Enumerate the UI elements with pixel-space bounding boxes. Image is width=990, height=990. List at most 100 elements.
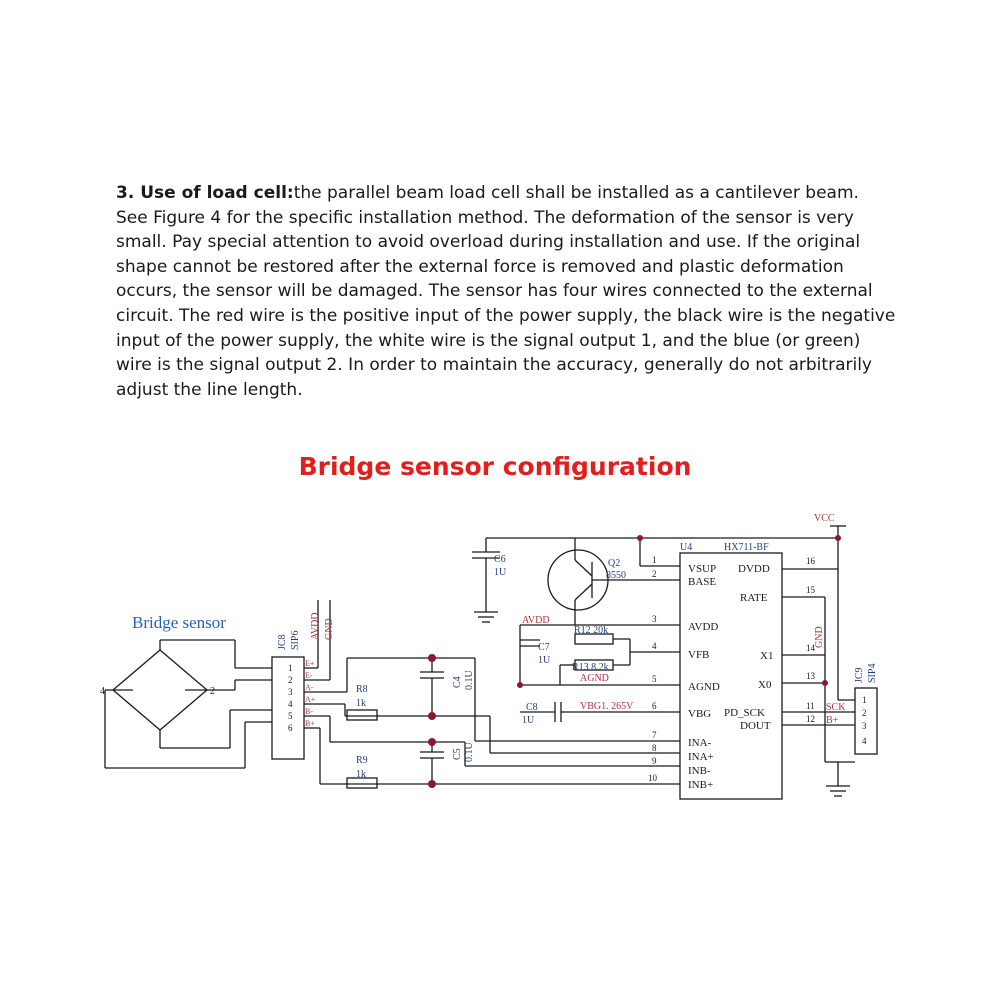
junction-dots xyxy=(428,535,841,788)
u4-pin-num-8: 8 xyxy=(652,743,657,753)
c7-ref: C7 xyxy=(538,642,550,653)
u4-pin-pd-sck: PD_SCK xyxy=(724,707,765,719)
bridge-node-left: 4 xyxy=(100,686,105,697)
u4-pin-num-7: 7 xyxy=(652,730,657,740)
u4-ref: U4 xyxy=(680,542,692,553)
gnd-vertical: GND xyxy=(324,618,335,640)
u4-pin-num-16: 16 xyxy=(806,556,816,566)
jc9-connector xyxy=(854,687,878,755)
r8-ref: R8 xyxy=(356,684,368,695)
c5-ref: C5 xyxy=(452,748,463,760)
u4-pin-num-12: 12 xyxy=(806,714,815,724)
jc8-net-5: B- xyxy=(305,707,313,716)
jc8-pin-6: 6 xyxy=(288,723,293,733)
jc8-pin-4: 4 xyxy=(288,699,293,709)
jc8-pin-1: 1 xyxy=(288,663,293,673)
gnd-right-label: GND xyxy=(814,626,825,648)
r12-label: R12 20k xyxy=(574,625,608,636)
q2-value: 8550 xyxy=(606,570,626,581)
avdd-net-label: AVDD xyxy=(522,615,550,626)
jc9-type: SIP4 xyxy=(867,664,878,683)
vcc-label: VCC xyxy=(814,513,835,524)
u4-pin-vfb: VFB xyxy=(688,649,709,661)
bridge-sensor-label: Bridge sensor xyxy=(132,613,226,632)
u4-pin-num-6: 6 xyxy=(652,701,657,711)
u4-pin-dvdd: DVDD xyxy=(738,563,770,575)
hx711-chip xyxy=(679,552,783,800)
jc8-pin-5: 5 xyxy=(288,711,293,721)
vbg-net-label: VBG1. 265V xyxy=(580,701,634,712)
u4-pin-inb-minus: INB- xyxy=(688,765,711,777)
jc8-net-2: E- xyxy=(305,671,313,680)
r13-label: R13 8.2k xyxy=(572,662,609,673)
q2-ref: Q2 xyxy=(608,558,620,569)
u4-pin-num-13: 13 xyxy=(806,671,816,681)
u4-pin-num-14: 14 xyxy=(806,643,816,653)
c4-value: 0.1U xyxy=(464,670,475,691)
jc8-ref: JC8 xyxy=(277,634,288,650)
jc9-pin-3: 3 xyxy=(862,721,867,731)
jc8-net-labels: E+ E- A- A+ B- B+ xyxy=(305,659,316,728)
c8-value: 1U xyxy=(522,715,535,726)
jc8-connector xyxy=(271,656,305,760)
figure-title: Bridge sensor configuration xyxy=(298,452,692,481)
u4-pin-dout: DOUT xyxy=(740,720,771,732)
u4-pin-inb-plus: INB+ xyxy=(688,779,713,791)
jc8-net-4: A+ xyxy=(305,695,316,704)
jc8-net-1: E+ xyxy=(305,659,315,668)
jc9-pin-2: 2 xyxy=(862,708,867,718)
u4-right-pin-numbers: 16 15 14 13 11 12 xyxy=(806,556,816,724)
c8-ref: C8 xyxy=(526,702,538,713)
u4-pin-num-3: 3 xyxy=(652,614,657,624)
u4-pin-x1: X1 xyxy=(760,650,773,662)
u4-right-pin-names: DVDD RATE X1 X0 PD_SCK DOUT xyxy=(724,563,773,732)
c5-value: 0.1U xyxy=(464,742,475,763)
jc8-type: SIP6 xyxy=(290,631,301,650)
r8-resistor xyxy=(346,709,378,721)
u4-left-pin-names: VSUP BASE AVDD VFB AGND VBG INA- INA+ IN… xyxy=(688,563,720,791)
u4-pin-num-15: 15 xyxy=(806,585,816,595)
r9-value: 1k xyxy=(356,769,366,780)
jc8-net-6: B+ xyxy=(305,719,315,728)
bplus-net-label: B+ xyxy=(826,715,839,726)
u4-pin-num-5: 5 xyxy=(652,674,657,684)
c4-ref: C4 xyxy=(452,676,463,688)
jc8-pin-2: 2 xyxy=(288,675,293,685)
u4-pin-x0: X0 xyxy=(758,679,772,691)
u4-pin-num-4: 4 xyxy=(652,641,657,651)
u4-pin-vbg: VBG xyxy=(688,708,711,720)
r8-value: 1k xyxy=(356,698,366,709)
u4-pin-ina-minus: INA- xyxy=(688,737,712,749)
u4-pin-num-10: 10 xyxy=(648,773,658,783)
u4-pin-num-1: 1 xyxy=(652,555,657,565)
u4-pin-avdd: AVDD xyxy=(688,621,718,633)
u4-pin-num-11: 11 xyxy=(806,701,815,711)
u4-pin-agnd: AGND xyxy=(688,681,720,693)
u4-pin-ina-plus: INA+ xyxy=(688,751,714,763)
jc9-ref: JC9 xyxy=(854,667,865,683)
u4-pin-vsup: VSUP xyxy=(688,563,716,575)
paragraph-body: the parallel beam load cell shall be ins… xyxy=(116,183,896,400)
u4-part: HX711-BF xyxy=(724,542,769,553)
u4-pin-num-9: 9 xyxy=(652,756,657,766)
avdd-vertical: AVDD xyxy=(310,612,321,640)
paragraph-heading: 3. Use of load cell: xyxy=(116,183,294,203)
u4-left-pin-numbers: 1 2 3 4 5 6 7 8 9 10 xyxy=(648,555,658,783)
jc9-pin-4: 4 xyxy=(862,736,867,746)
jc9-pin-numbers: 1 2 3 4 xyxy=(862,695,867,746)
u4-pin-rate: RATE xyxy=(740,592,768,604)
sck-net-label: SCK xyxy=(826,702,846,713)
c6-ref: C6 xyxy=(494,554,506,565)
jc8-pin-numbers: 1 2 3 4 5 6 xyxy=(288,663,293,733)
u4-pin-base: BASE xyxy=(688,576,716,588)
r9-ref: R9 xyxy=(356,755,368,766)
jc8-pin-3: 3 xyxy=(288,687,293,697)
jc9-pin-1: 1 xyxy=(862,695,867,705)
c6-value: 1U xyxy=(494,567,507,578)
c7-value: 1U xyxy=(538,655,551,666)
jc8-net-3: A- xyxy=(305,683,314,692)
r9-resistor xyxy=(346,777,378,789)
u4-pin-num-2: 2 xyxy=(652,569,657,579)
bridge-node-right: 2 xyxy=(210,686,215,697)
